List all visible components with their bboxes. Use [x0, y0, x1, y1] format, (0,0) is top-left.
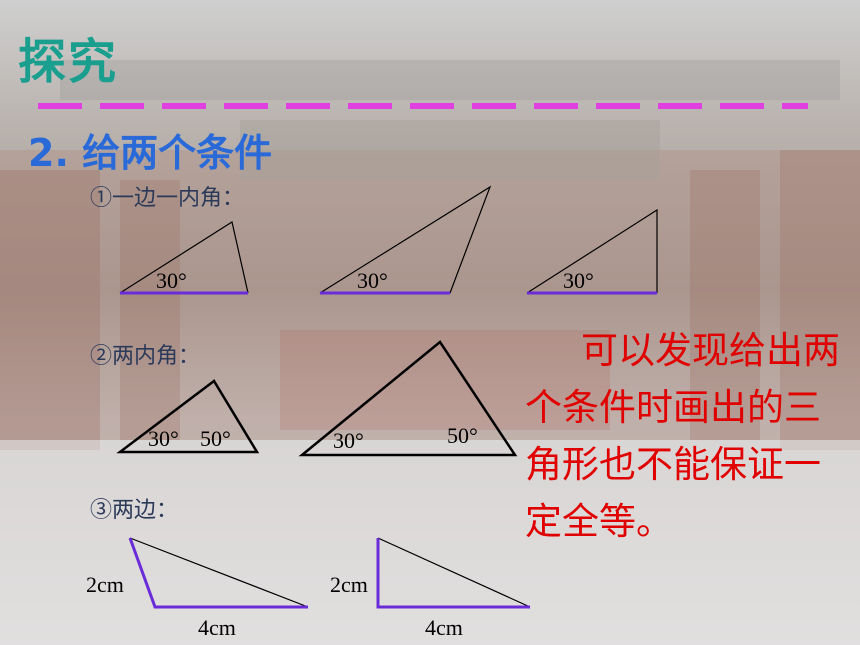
case2a-angle-30: 30°	[148, 426, 179, 451]
case2-triangle-small: 30° 50°	[116, 379, 260, 454]
case3-triangle-a: 2cm 4cm	[86, 537, 309, 640]
case3b-side-2cm: 2cm	[330, 572, 368, 597]
case1a-angle-label: 30°	[156, 268, 187, 293]
case1-triangle-c: 30°	[526, 208, 658, 295]
slide-subtitle: 2. 给两个条件	[28, 131, 273, 175]
slide-title: 探究	[18, 34, 119, 90]
decorative-dashed-line	[38, 103, 808, 109]
case3-triangle-b: 2cm 4cm	[330, 537, 531, 640]
case1c-angle-label: 30°	[563, 268, 594, 293]
conclusion-text: 可以发现给出两个条件时画出的三角形也不能保证一定全等。	[525, 329, 840, 543]
case1-triangle-b: 30°	[319, 185, 492, 295]
case-2-label: ②两内角：	[90, 344, 201, 369]
case1b-angle-label: 30°	[357, 268, 388, 293]
case-3-label: ③两边：	[90, 498, 179, 523]
case3a-side-2cm: 2cm	[86, 572, 124, 597]
case2b-angle-30: 30°	[333, 428, 364, 453]
case3a-side-4cm: 4cm	[198, 615, 236, 640]
case-1-label: ①一边一内角：	[90, 186, 245, 211]
case1-triangle-a: 30°	[119, 221, 249, 295]
case3b-side-4cm: 4cm	[425, 615, 463, 640]
case2b-angle-50: 50°	[447, 423, 478, 448]
case2a-angle-50: 50°	[200, 426, 231, 451]
case2-triangle-large: 30° 50°	[298, 340, 518, 457]
